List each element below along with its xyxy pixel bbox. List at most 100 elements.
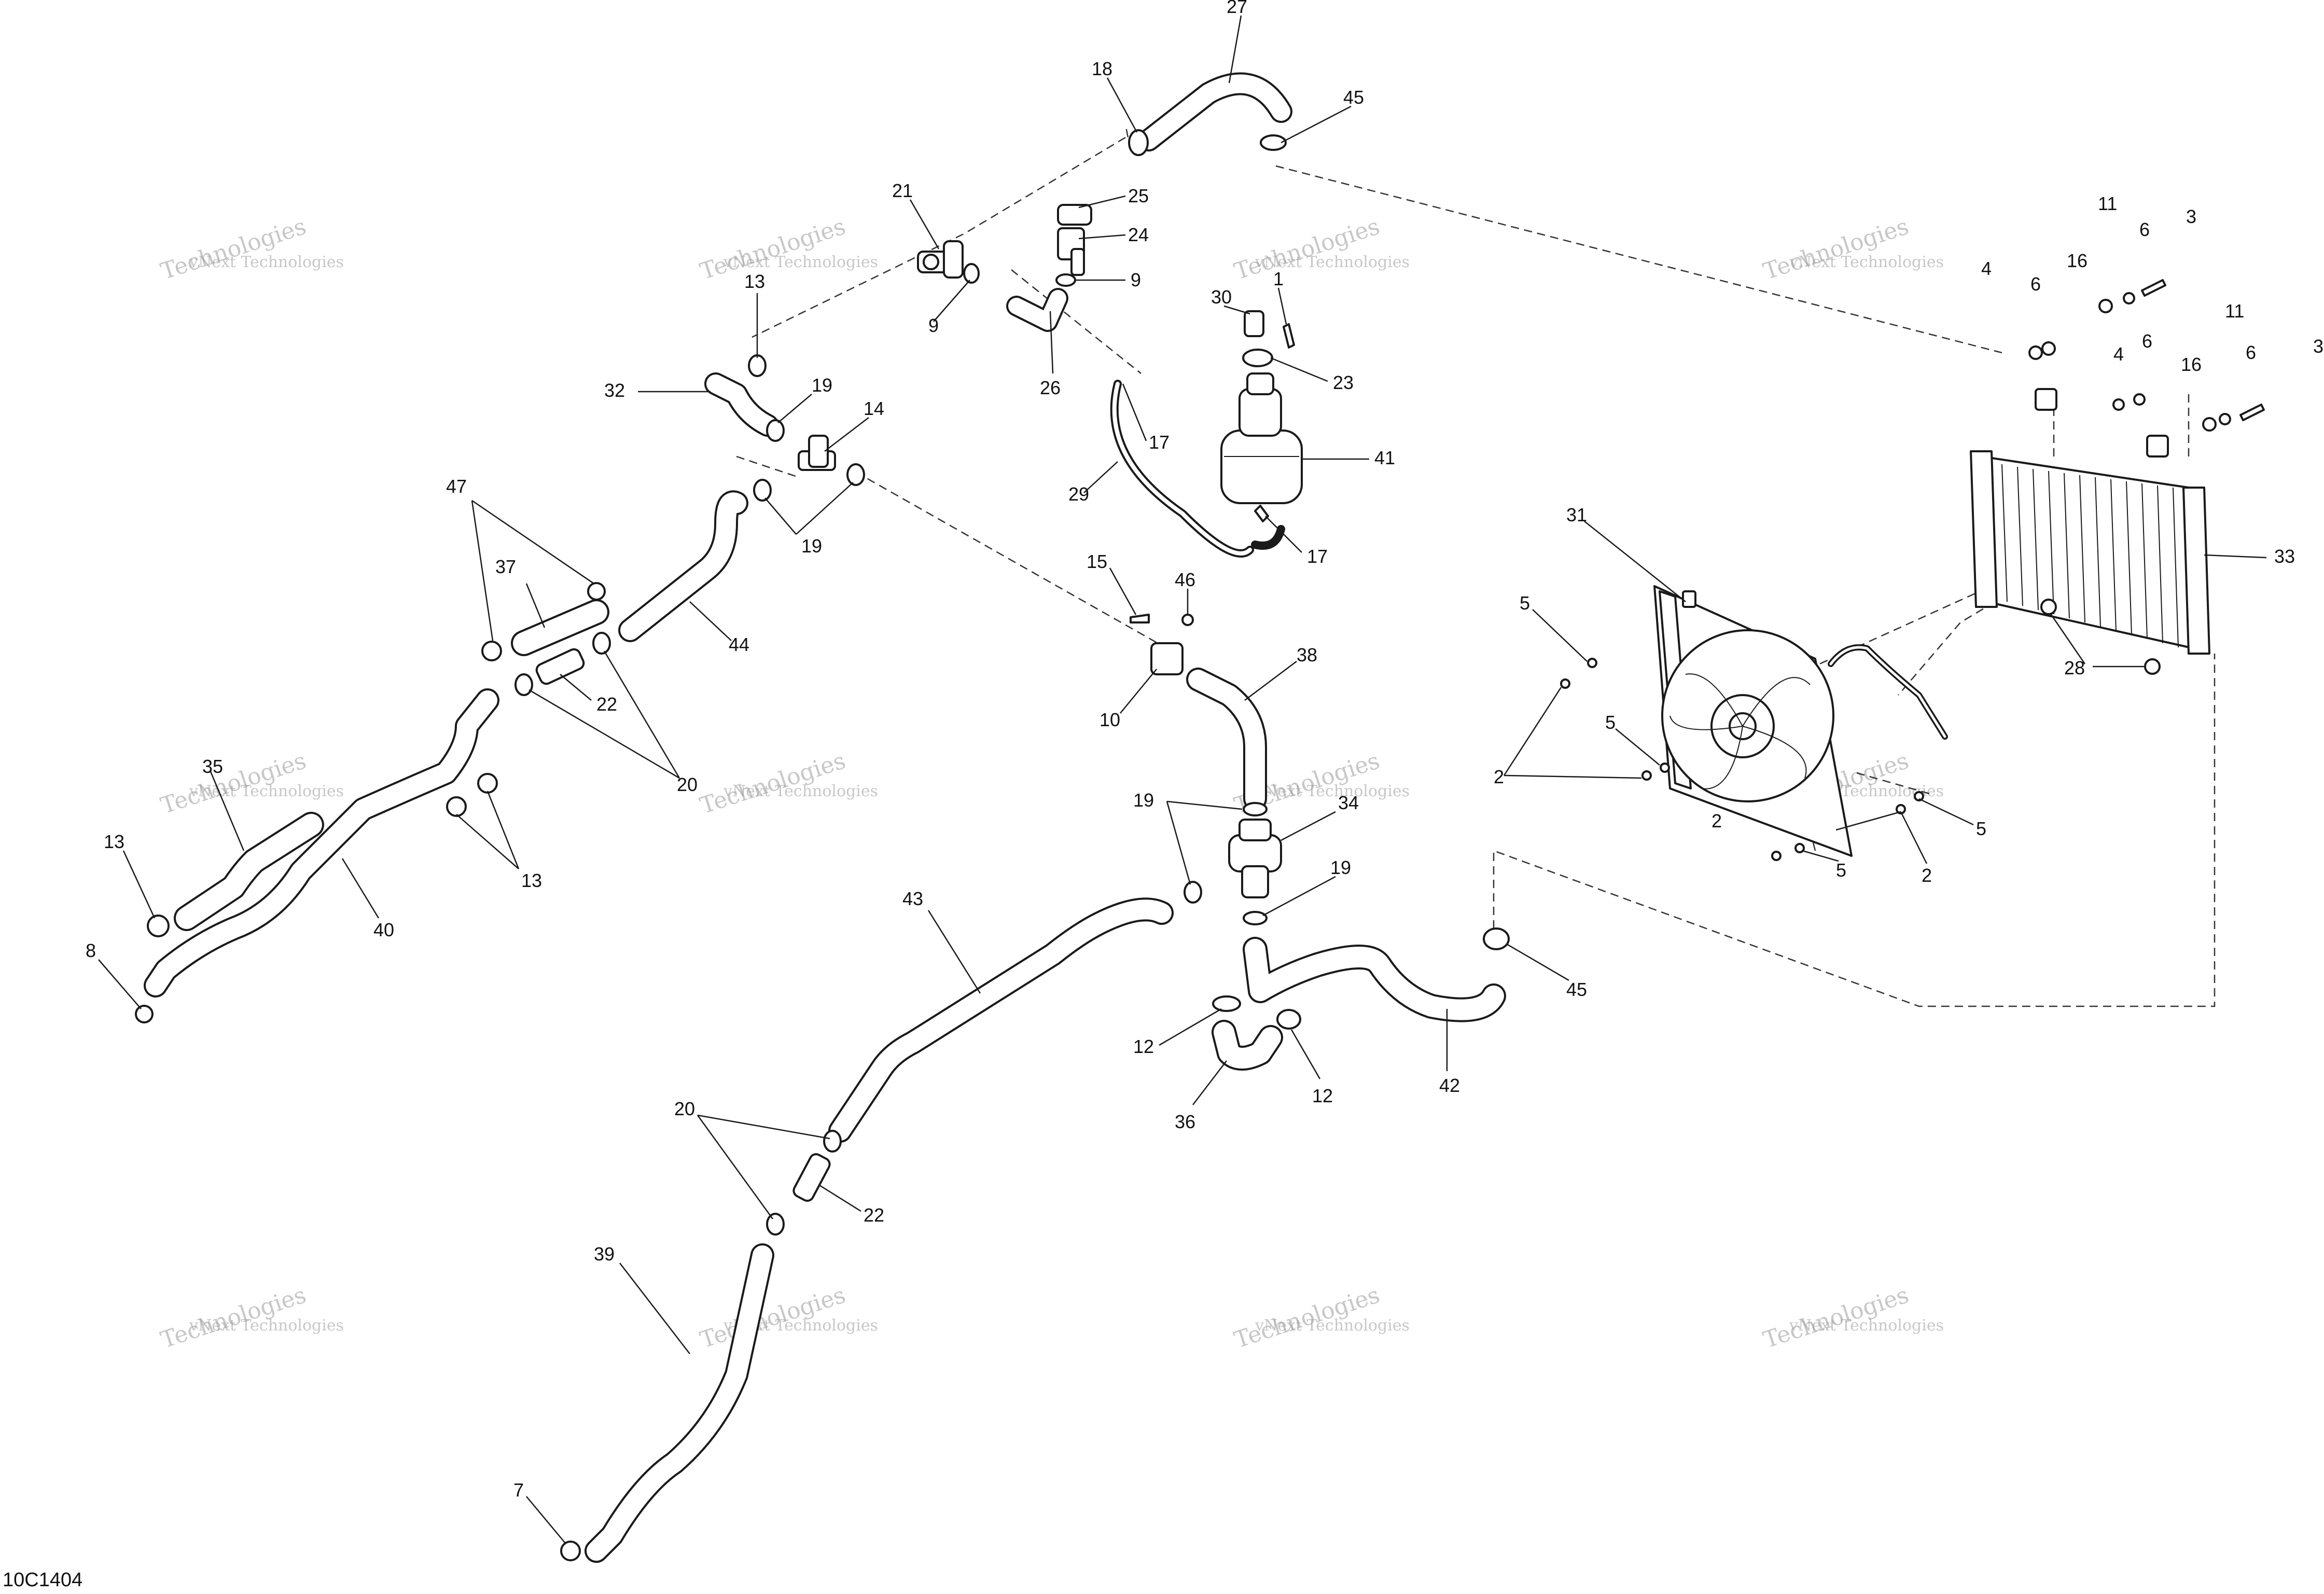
- leader: [456, 814, 519, 869]
- leader: [1078, 234, 1126, 240]
- watermark-text: vNext Technologies: [1255, 253, 1410, 271]
- spring-clamp-13: [477, 773, 498, 794]
- tube-to-tank: [1251, 525, 1285, 550]
- leader: [1281, 811, 1336, 841]
- oring-9-right: [1055, 273, 1076, 287]
- fan-washer: [1794, 843, 1805, 853]
- callout-label: 46: [1175, 569, 1195, 590]
- t-fitting-21: [917, 240, 964, 279]
- callout-label: 3: [2186, 206, 2196, 227]
- clamp-45-lower: [1483, 927, 1510, 950]
- callout-label: 25: [1128, 185, 1149, 206]
- clamp-12: [1212, 995, 1241, 1012]
- leader: [819, 1184, 861, 1212]
- callout-label: 41: [1374, 447, 1395, 468]
- callout-label: 5: [1520, 592, 1530, 614]
- callout-label: 3: [2313, 336, 2323, 357]
- callout-numbers: 27 18 45 21 25 24 9 9 13 26 11 6 3 4 6 1…: [86, 0, 2323, 1501]
- callout-label: 47: [446, 476, 467, 497]
- callout-label: 6: [2246, 342, 2256, 363]
- callout-label: 2: [1494, 766, 1504, 787]
- fan-screw: [1771, 851, 1782, 861]
- watermark-text: vNext Technologies: [1789, 1316, 1944, 1335]
- callout-label: 1: [1273, 268, 1284, 289]
- callout-label: 20: [677, 774, 698, 795]
- leader: [341, 858, 380, 919]
- coolant-tank-41: [1220, 372, 1303, 504]
- watermark-big-text: Technologies: [1231, 213, 1383, 285]
- callout-label: 4: [1981, 258, 1992, 279]
- callout-label: 5: [1836, 860, 1846, 881]
- callout-label: 13: [104, 831, 124, 852]
- fan-connector: [1682, 590, 1696, 608]
- leader: [697, 1114, 830, 1140]
- clamp-19: [1184, 881, 1202, 904]
- callout-label: 34: [1338, 792, 1359, 813]
- radiator-fastener: [2112, 398, 2125, 411]
- leader: [1049, 311, 1054, 374]
- hose-26: [1006, 288, 1068, 332]
- callout-label: 9: [1131, 269, 1141, 290]
- leader: [927, 910, 981, 994]
- filler-neck-24: [1057, 227, 1085, 276]
- radiator-fastener: [2219, 413, 2231, 425]
- callout-label: 12: [1312, 1085, 1333, 1106]
- leader: [1503, 687, 1562, 776]
- watermark: Technologies: [1760, 213, 1912, 285]
- leader: [2050, 614, 2086, 664]
- leader: [603, 650, 680, 779]
- callout-label: 4: [2113, 343, 2124, 365]
- radiator-fastener: [2041, 341, 2056, 356]
- callout-label: 26: [1040, 377, 1061, 398]
- watermark-big-text: Technologies: [697, 213, 849, 285]
- oring-9-left: [963, 263, 980, 284]
- leader: [1106, 77, 1138, 133]
- clamp-19: [846, 463, 865, 486]
- watermark: Technologies: [158, 213, 310, 285]
- screw-3: [2239, 404, 2265, 421]
- callout-label: 19: [1330, 857, 1351, 878]
- routing-line: [1011, 269, 1142, 374]
- leader: [1244, 661, 1297, 701]
- leader: [777, 394, 812, 423]
- clamp-13-upper: [748, 354, 767, 377]
- callout-label: 19: [812, 375, 832, 396]
- hose-27: [1137, 72, 1292, 151]
- radiator-fastener: [2202, 417, 2217, 432]
- callout-label: 23: [1333, 372, 1354, 393]
- callout-label: 44: [729, 634, 749, 655]
- leader: [98, 959, 142, 1009]
- watermark: Technologies: [1231, 213, 1383, 285]
- hose-36: [1212, 1020, 1283, 1071]
- watermark-text: vNext Technologies: [189, 782, 344, 800]
- watermark-text: vNext Technologies: [723, 782, 878, 800]
- leader: [1228, 15, 1242, 84]
- leader: [764, 497, 797, 535]
- fan-washer: [1587, 658, 1597, 668]
- leader: [526, 1496, 566, 1544]
- hose-38: [1186, 668, 1267, 811]
- callout-label: 6: [2142, 330, 2152, 352]
- screw-15: [1130, 614, 1150, 623]
- callout-label: 19: [801, 535, 822, 557]
- leader: [689, 601, 732, 641]
- callout-label: 40: [373, 919, 394, 940]
- callout-label: 45: [1343, 87, 1364, 108]
- leader: [1262, 876, 1336, 917]
- callout-label: 16: [2181, 354, 2202, 375]
- leader: [2204, 554, 2267, 559]
- leader: [1223, 305, 1250, 315]
- clamp-19: [1243, 802, 1268, 816]
- leader: [1122, 383, 1147, 441]
- grommet-28: [2040, 599, 2057, 615]
- callout-label: 17: [1307, 546, 1328, 567]
- connector-22-lower: [792, 1153, 831, 1202]
- fan-wire: [1828, 644, 1948, 740]
- callout-label: 28: [2064, 657, 2085, 678]
- callout-label: 15: [1087, 551, 1107, 572]
- watermark-big-text: Technologies: [158, 213, 310, 285]
- watermark-text: vNext Technologies: [1255, 782, 1410, 800]
- callout-label: 2: [1711, 810, 1722, 831]
- leader: [560, 674, 592, 701]
- leader: [1504, 774, 1642, 779]
